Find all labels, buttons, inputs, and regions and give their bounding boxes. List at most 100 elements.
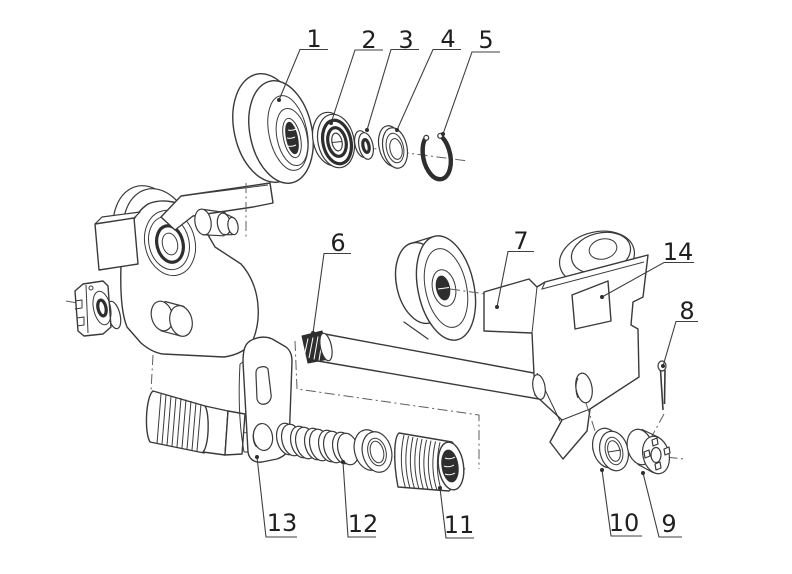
callout-6: 6	[311, 229, 351, 335]
callout-11: 11	[438, 486, 474, 539]
callout-5: 5	[441, 26, 500, 136]
part-number-label-3: 3	[398, 26, 413, 54]
wheel1-bore	[282, 117, 302, 159]
spacer-ring-bore-inner	[369, 440, 385, 464]
leader-line-6	[312, 252, 351, 334]
part-number-label-5: 5	[478, 26, 493, 54]
bushing-10	[591, 427, 630, 472]
spacer-washer-stack-12	[275, 422, 393, 473]
bushing-center-tick	[607, 449, 622, 453]
leader-line-14	[601, 261, 694, 298]
washer3-front	[357, 132, 375, 160]
wheel1-flange	[267, 95, 309, 171]
bracket-hole-depth	[252, 426, 257, 448]
part-number-label-10: 10	[609, 509, 640, 537]
shaft-body	[317, 333, 544, 400]
leader-line-9	[642, 472, 682, 538]
leader-dot-4	[395, 128, 399, 132]
callout-1: 1	[277, 25, 328, 102]
installed-castle-nut-face	[92, 290, 112, 326]
leader-dot-13	[255, 455, 259, 459]
callout-12: 12	[341, 460, 378, 538]
spacer-ring-bore	[367, 437, 387, 467]
nut-pin-hole	[88, 285, 94, 291]
threaded-sleeve-11	[394, 432, 465, 492]
right-plate-hole-depth	[575, 377, 579, 399]
bearing-outer-race	[320, 118, 354, 166]
leader-dot-11	[438, 486, 442, 490]
castle-nut-castellations	[643, 437, 671, 471]
axle-shaft-6	[301, 330, 544, 400]
wheel1-bore-machining	[286, 128, 297, 147]
leader-line-3	[366, 48, 419, 131]
leader-line-4	[396, 48, 461, 131]
callout-8: 8	[661, 297, 698, 368]
cap4-inner-ring	[385, 132, 405, 164]
callout-4: 4	[395, 25, 461, 132]
callout-13: 13	[255, 455, 298, 538]
leader-dot-14	[600, 295, 604, 299]
drop-stop-block	[94, 217, 139, 271]
bracket-slot	[255, 366, 272, 405]
left-bearing-ring	[155, 224, 185, 264]
leader-dot-7	[495, 305, 499, 309]
part-number-label-11: 11	[444, 511, 475, 539]
cotter-pin-legs	[659, 369, 666, 411]
part-number-label-6: 6	[330, 229, 345, 257]
left-bore	[161, 232, 179, 256]
part-number-label-13: 13	[267, 509, 298, 537]
leader-line-12	[342, 461, 376, 538]
leader-dot-8	[661, 364, 665, 368]
part-number-label-14: 14	[663, 238, 694, 266]
part-number-label-12: 12	[348, 510, 379, 538]
leader-dot-2	[329, 121, 333, 125]
left-side-plate-assembly	[74, 182, 274, 392]
washer3-bore	[361, 138, 371, 154]
right-plate-inner-edges	[531, 261, 645, 422]
threaded-shank-threads	[156, 393, 202, 452]
stop-pin-cap	[227, 216, 239, 236]
right-side-plate-assembly	[483, 230, 649, 460]
wheel-7	[394, 235, 501, 341]
leader-dot-6	[311, 331, 315, 335]
bushing-bore	[604, 436, 624, 466]
cap4-bore	[389, 138, 403, 160]
hole-to-bushing-centerline	[585, 402, 598, 438]
shaft-thread-grooves	[303, 335, 324, 361]
leader-line-2	[330, 49, 383, 124]
leader-dot-5	[441, 132, 445, 136]
cotter-pin-8	[651, 360, 667, 437]
wheel7-bore-tick	[437, 287, 450, 290]
part-number-label-2: 2	[361, 26, 376, 54]
leader-line-11	[439, 487, 474, 539]
sleeve-bore-threads	[443, 456, 456, 476]
bracket-thickness-edge	[238, 361, 248, 453]
spacer-bracket-bar-edges	[180, 182, 274, 204]
wheel-bearing-exploded-group	[232, 73, 453, 184]
leader-dot-1	[277, 98, 281, 102]
installed-castle-nut-bore	[96, 298, 108, 318]
leader-line-5	[442, 51, 500, 135]
leader-line-7	[496, 250, 534, 308]
rear-wheel-hub	[588, 238, 618, 260]
callout-10: 10	[600, 468, 642, 537]
part-number-label-9: 9	[661, 510, 676, 538]
leader-dot-3	[365, 128, 369, 132]
castle-nut-9	[626, 428, 671, 475]
part-number-label-7: 7	[513, 227, 528, 255]
shaft-end-face	[532, 374, 546, 400]
left-hub-boss	[143, 209, 197, 277]
leader-dot-10	[600, 468, 604, 472]
leader-dot-12	[341, 460, 345, 464]
shank-neck	[224, 410, 246, 456]
retaining-ring-body	[420, 132, 453, 182]
callout-14: 14	[600, 238, 694, 299]
projection-centerline	[294, 340, 480, 469]
pin-to-nut-centerline	[651, 413, 665, 437]
leader-dot-9	[641, 471, 645, 475]
cap4-front	[381, 127, 409, 169]
part-number-label-4: 4	[440, 25, 455, 53]
